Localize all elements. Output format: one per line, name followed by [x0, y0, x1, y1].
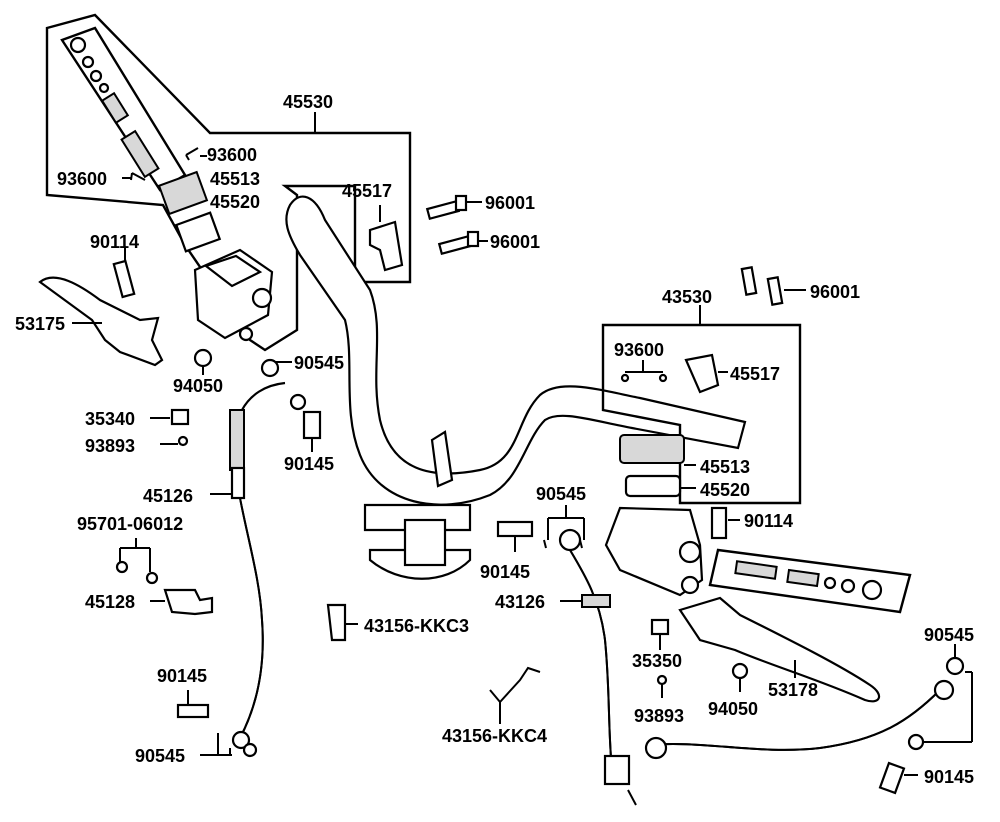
- washer-90545-d2: [907, 733, 925, 751]
- label-94050-b: 94050: [708, 699, 758, 719]
- screw-93893-right: [656, 674, 668, 686]
- clamp-45517-left: [368, 220, 404, 272]
- bolt-96001-b: [437, 230, 480, 256]
- label-43156-kkc3: 43156-KKC3: [364, 616, 469, 636]
- label-95701-06012: 95701-06012: [77, 514, 183, 534]
- banjo-bolt-90145-c: [496, 520, 534, 538]
- clip-35350: [650, 618, 670, 636]
- clip-43156-kkc4: [489, 666, 541, 704]
- label-45126: 45126: [143, 486, 193, 506]
- label-35350: 35350: [632, 651, 682, 671]
- brake-hose-lower-right: [644, 679, 955, 760]
- washer-90545-d: [945, 656, 965, 676]
- reservoir-cap-right: [619, 434, 685, 464]
- label-96001-c: 96001: [810, 282, 860, 302]
- label-45128: 45128: [85, 592, 135, 612]
- label-45513-a: 45513: [210, 169, 260, 189]
- washer-90545-a2: [289, 393, 307, 411]
- nut-94050-right: [731, 662, 749, 680]
- label-43530: 43530: [662, 287, 712, 307]
- label-96001-b: 96001: [490, 232, 540, 252]
- bolt-95701-a: [115, 560, 129, 574]
- screw-93893-left: [177, 435, 189, 447]
- label-45520-a: 45520: [210, 192, 260, 212]
- label-90145-d: 90145: [924, 767, 974, 787]
- label-90145-a: 90145: [284, 454, 334, 474]
- label-43156-kkc4: 43156-KKC4: [442, 726, 547, 746]
- banjo-bolt-90145-d: [878, 761, 906, 795]
- clamp-45517-right: [684, 353, 720, 394]
- screw-93600-d: [658, 373, 668, 383]
- label-93600-c: 93600: [614, 340, 664, 360]
- label-96001-a: 96001: [485, 193, 535, 213]
- label-90545-d: 90545: [924, 625, 974, 645]
- label-90114-b: 90114: [744, 511, 793, 531]
- kit-box-43530: [601, 323, 802, 505]
- label-45517-a: 45517: [342, 181, 392, 201]
- bracket-43156-kkc3: [326, 603, 347, 642]
- clamp-45128: [163, 588, 214, 616]
- washer-90545-c: [543, 539, 547, 549]
- master-cylinder-right: [604, 506, 704, 597]
- brake-lever-left: [38, 276, 164, 367]
- label-43126: 43126: [495, 592, 545, 612]
- piston-assembly-left: [60, 26, 187, 192]
- label-93600-b: 93600: [57, 169, 107, 189]
- kit-box-45530: [45, 13, 412, 352]
- label-93893-b: 93893: [634, 706, 684, 726]
- label-45513-b: 45513: [700, 457, 750, 477]
- label-90545-c: 90545: [536, 484, 586, 504]
- label-53178: 53178: [768, 680, 818, 700]
- handlebar: [285, 195, 747, 580]
- master-cylinder-left: [193, 248, 274, 342]
- label-93600-a: 93600: [207, 145, 257, 165]
- diaphragm-right: [624, 474, 682, 498]
- bolt-96001-c: [740, 266, 784, 306]
- brake-hose-left: [229, 381, 286, 758]
- washer-90545-a: [260, 358, 280, 378]
- piston-assembly-right: [708, 548, 912, 614]
- label-45517-b: 45517: [730, 364, 780, 384]
- hose-end-arrow: [627, 789, 637, 806]
- brake-lever-right: [678, 596, 881, 703]
- screw-93600-c: [620, 373, 630, 383]
- bolt-96001-a: [425, 194, 468, 221]
- pivot-bolt-90114-right: [710, 506, 728, 540]
- reservoir-cap-left: [157, 170, 209, 216]
- clip-35340: [170, 408, 190, 426]
- label-45530: 45530: [283, 92, 333, 112]
- label-90114-a: 90114: [90, 232, 139, 252]
- label-90145-b: 90145: [157, 666, 207, 686]
- diaphragm-left: [174, 211, 222, 253]
- label-90545-b: 90545: [135, 746, 185, 766]
- brake-hose-right: [558, 528, 631, 786]
- label-93893-a: 93893: [85, 436, 135, 456]
- nut-94050-left: [193, 348, 213, 368]
- banjo-bolt-90145-b: [176, 703, 210, 719]
- label-94050-a: 94050: [173, 376, 223, 396]
- label-90545-a: 90545: [294, 353, 344, 373]
- label-35340: 35340: [85, 409, 135, 429]
- label-45520-b: 45520: [700, 480, 750, 500]
- label-53175: 53175: [15, 314, 65, 334]
- pivot-bolt-90114-left: [112, 259, 136, 299]
- banjo-bolt-90145-a: [302, 410, 322, 440]
- screw-93600-a: [185, 147, 199, 161]
- bolt-95701-b: [145, 571, 159, 585]
- label-90145-c: 90145: [480, 562, 530, 582]
